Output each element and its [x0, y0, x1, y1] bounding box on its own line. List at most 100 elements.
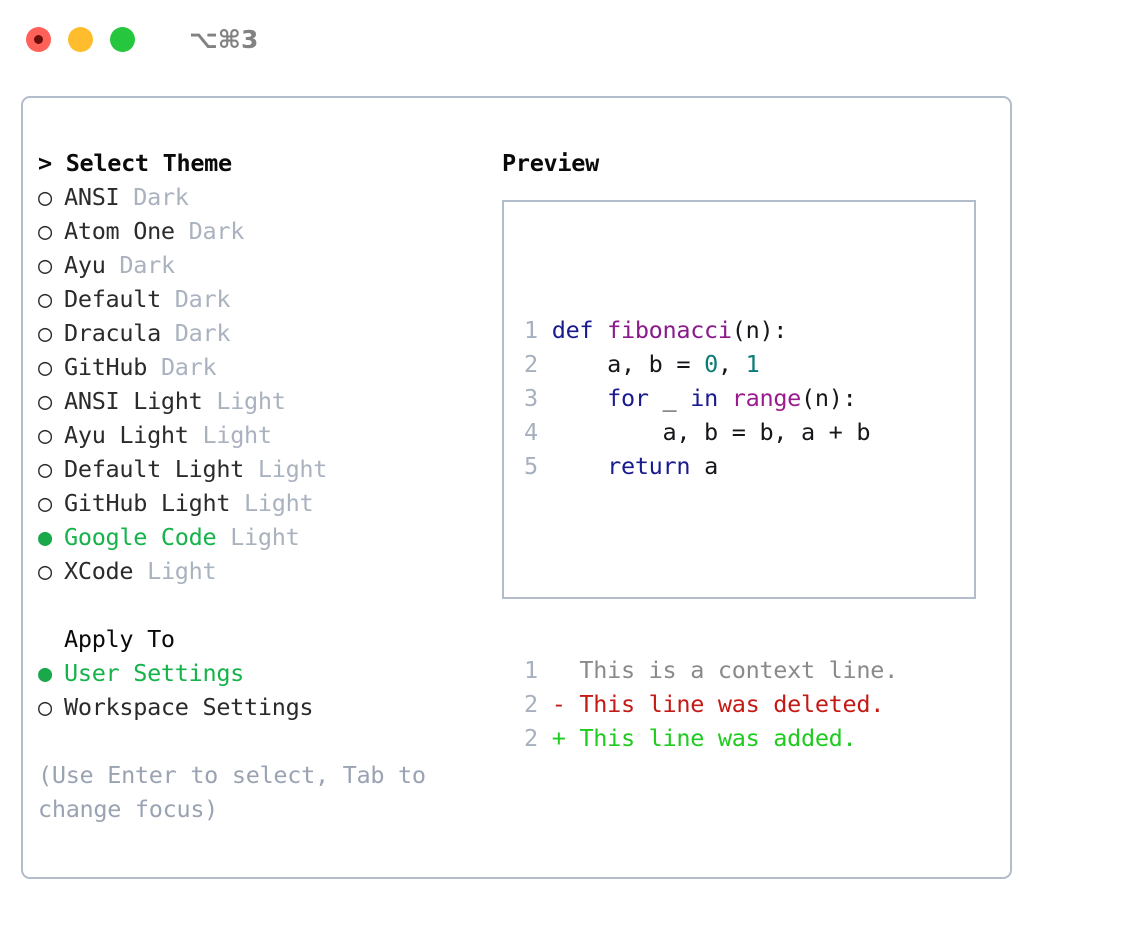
code-token: return [607, 452, 691, 480]
code-token: a, b = [551, 350, 705, 378]
theme-option-ayu-light[interactable]: ○Ayu Light Light [38, 418, 488, 452]
theme-variant-badge: Light [244, 489, 314, 517]
diff-line-number: 2 [524, 724, 538, 752]
theme-option-label: Dracula [64, 319, 161, 347]
code-line-number: 5 [524, 452, 538, 480]
label-gap [161, 319, 175, 347]
code-line-number: 2 [524, 350, 538, 378]
diff-sign: + [537, 724, 580, 752]
apply-to-title: Apply To [64, 625, 175, 653]
code-token: _ [648, 384, 691, 412]
code-token: 0 [704, 350, 718, 378]
diff-sign [538, 656, 580, 684]
theme-option-ansi-light[interactable]: ○ANSI Light Light [38, 384, 488, 418]
radio-unselected-icon: ○ [38, 421, 52, 449]
radio-unselected-icon: ○ [38, 557, 52, 585]
theme-option-github[interactable]: ○GitHub Dark [38, 350, 488, 384]
code-line: 5 return a [524, 449, 898, 483]
theme-option-default[interactable]: ○Default Dark [38, 282, 488, 316]
code-line-number: 1 [524, 316, 538, 344]
keyboard-hint-text: (Use Enter to select, Tab to change focu… [38, 761, 426, 823]
gutter-gap [538, 316, 552, 344]
select-theme-header: > Select Theme [38, 149, 232, 177]
theme-option-ansi[interactable]: ○ANSI Dark [38, 180, 488, 214]
radio-unselected-icon: ○ [38, 319, 52, 347]
close-button[interactable] [26, 26, 51, 52]
maximize-button[interactable] [110, 26, 135, 52]
theme-option-xcode[interactable]: ○XCode Light [38, 554, 488, 588]
radio-unselected-icon: ○ [38, 183, 52, 211]
theme-option-label: Default Light [64, 455, 245, 483]
radio-unselected-icon: ○ [38, 693, 52, 721]
theme-option-github-light[interactable]: ○GitHub Light Light [38, 486, 488, 520]
apply-to-option-user-settings[interactable]: ●User Settings [38, 656, 488, 690]
theme-option-default-light[interactable]: ○ Default Light Light [38, 452, 488, 486]
theme-list: ○ANSI Dark○Atom One Dark○Ayu Dark○Defaul… [38, 180, 488, 588]
label-gap [133, 557, 147, 585]
code-token: (n): [801, 384, 857, 412]
diff-line-ctx: 1 This is a context line. [524, 653, 898, 687]
theme-option-ayu[interactable]: ○ Ayu Dark [38, 248, 488, 282]
apply-to-option-workspace-settings[interactable]: ○Workspace Settings [38, 690, 488, 724]
diff-line-number: 1 [524, 656, 538, 684]
code-token [552, 452, 607, 480]
label-gap [216, 523, 230, 551]
code-token: a [690, 452, 718, 480]
apply-to-list: ●User Settings○Workspace Settings [38, 656, 488, 724]
radio-unselected-icon: ○ [38, 387, 52, 415]
theme-selection-panel: > Select Theme ○ANSI Dark○Atom One Dark○… [38, 146, 488, 826]
code-token: in [690, 384, 718, 412]
code-token [718, 384, 732, 412]
code-token [552, 384, 607, 412]
code-line: 2 a, b = 0, 1 [524, 347, 898, 381]
code-token: for [607, 384, 649, 412]
label-gap [119, 183, 133, 211]
diff-line-add: 2 + This line was added. [524, 721, 898, 755]
list-spacer [38, 588, 488, 622]
code-token: , [717, 350, 746, 378]
theme-option-dracula[interactable]: ○Dracula Dark [38, 316, 488, 350]
diff-lines: 1 This is a context line.2 - This line w… [524, 653, 898, 755]
code-line: 1 def fibonacci(n): [524, 313, 898, 347]
code-token: fibonacci [607, 316, 732, 344]
radio-unselected-icon: ○ [38, 251, 52, 279]
radio-unselected-icon: ○ [38, 455, 52, 483]
apply-to-option-label: User Settings [64, 659, 245, 687]
label-gap [175, 217, 189, 245]
diff-line-number: 2 [524, 690, 538, 718]
theme-variant-badge: Dark [119, 251, 175, 279]
theme-variant-badge: Dark [188, 217, 245, 245]
theme-variant-badge: Dark [133, 183, 189, 211]
theme-option-label: Ayu Light [64, 421, 189, 449]
theme-option-label: Google Code [64, 523, 217, 551]
theme-option-google-code[interactable]: ● Google Code Light [38, 520, 488, 554]
label-gap [161, 285, 175, 313]
minimize-button[interactable] [68, 26, 93, 52]
theme-option-label: Ayu [64, 251, 106, 279]
gutter-gap [538, 418, 552, 446]
gutter-gap [538, 350, 552, 378]
theme-option-label: GitHub [64, 353, 148, 381]
code-line-number: 3 [524, 384, 538, 412]
radio-selected-icon: ● [38, 523, 52, 551]
diff-sign: - [537, 690, 580, 718]
gutter-gap [538, 452, 552, 480]
code-token: range [731, 384, 802, 412]
diff-line-text: This is a context line. [579, 656, 898, 684]
code-line: 3 for _ in range(n): [524, 381, 898, 415]
label-gap [202, 387, 216, 415]
dialog-columns: > Select Theme ○ANSI Dark○Atom One Dark○… [23, 98, 1010, 877]
theme-option-atom-one[interactable]: ○Atom One Dark [38, 214, 488, 248]
theme-variant-badge: Light [230, 523, 300, 551]
code-line-number: 4 [524, 418, 538, 446]
theme-variant-badge: Light [147, 557, 217, 585]
theme-option-label: GitHub Light [64, 489, 231, 517]
theme-variant-badge: Light [257, 455, 328, 483]
diff-line-del: 2 - This line was deleted. [524, 687, 898, 721]
preview-panel: Preview 1 def fibonacci(n):2 a, b = 0, 1… [502, 146, 992, 752]
preview-title: Preview [502, 149, 599, 177]
